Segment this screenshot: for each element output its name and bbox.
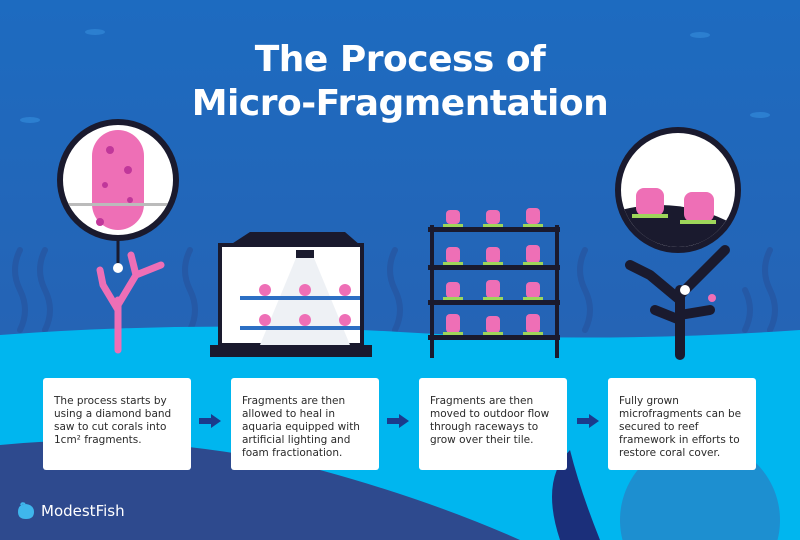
seaweed-leaf — [552, 450, 600, 540]
step-card-4: Fully grown microfragments can be secure… — [608, 378, 756, 470]
seaweed — [12, 247, 778, 333]
step-text: Fragments are then moved to outdoor flow… — [430, 395, 550, 446]
title-line-2: Micro-Fragmentation — [191, 83, 609, 124]
step-card-2: Fragments are then allowed to heal in aq… — [231, 378, 379, 470]
arrow-right-icon — [387, 414, 409, 428]
step-card-1: The process starts by using a diamond ba… — [43, 378, 191, 470]
fish-silhouettes — [20, 29, 770, 123]
raceway-shelf-illustration — [428, 208, 560, 358]
aquarium-illustration — [210, 232, 372, 357]
step-text: Fully grown microfragments can be secure… — [619, 395, 742, 459]
reef-restoration-illustration — [615, 127, 741, 360]
fish-logo-icon — [18, 502, 34, 519]
title-line-1: The Process of — [254, 39, 546, 80]
step-text: Fragments are then allowed to heal in aq… — [242, 395, 360, 459]
page-title: The Process of Micro-Fragmentation — [0, 38, 800, 126]
step-card-3: Fragments are then moved to outdoor flow… — [419, 378, 567, 470]
brand-logo: ModestFish — [16, 502, 125, 520]
arrow-right-icon — [199, 414, 221, 428]
brand-name: ModestFish — [41, 502, 125, 520]
arrow-right-icon — [577, 414, 599, 428]
cutting-coral-illustration — [57, 119, 179, 354]
step-text: The process starts by using a diamond ba… — [54, 395, 172, 446]
